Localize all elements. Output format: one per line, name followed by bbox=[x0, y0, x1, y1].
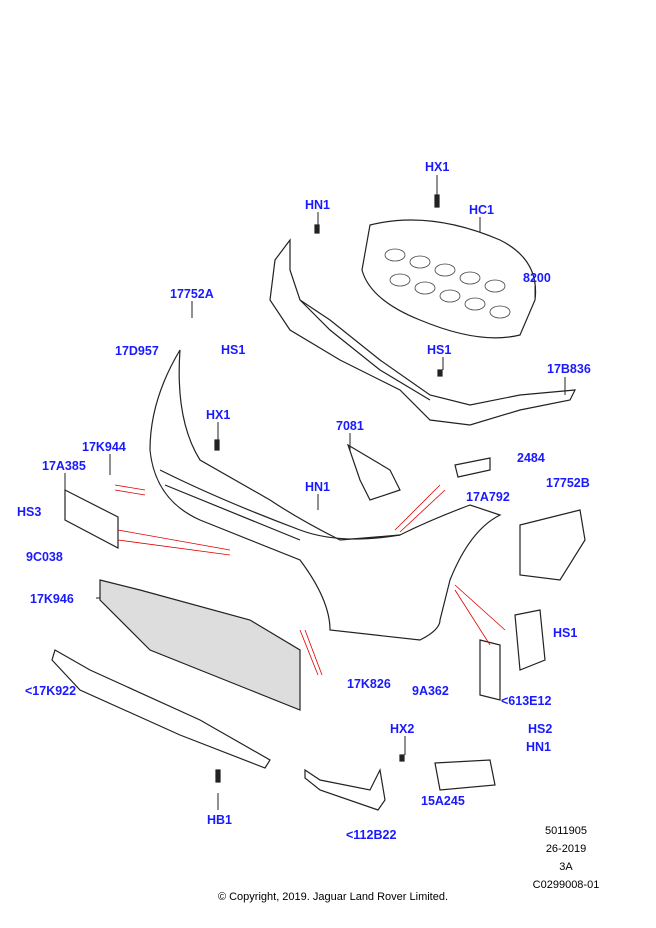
bracket-7081 bbox=[346, 443, 401, 501]
illustration-code: C0299008-01 bbox=[532, 879, 600, 891]
callout-hb1[interactable]: HB1 bbox=[207, 813, 233, 827]
callout-hx1[interactable]: HX1 bbox=[425, 160, 450, 174]
bracket-15a245 bbox=[434, 759, 496, 791]
callout-7081[interactable]: 7081 bbox=[336, 419, 364, 433]
callout-9a362[interactable]: 9A362 bbox=[412, 684, 449, 698]
callout-17k946[interactable]: 17K946 bbox=[30, 592, 74, 606]
callout-17a792[interactable]: 17A792 bbox=[466, 490, 510, 504]
callout-17752b[interactable]: 17752B bbox=[546, 476, 590, 490]
callout-hs1[interactable]: HS1 bbox=[553, 626, 578, 640]
grille-8200 bbox=[361, 219, 537, 339]
callout-17752a[interactable]: 17752A bbox=[170, 287, 214, 301]
callout-hs1[interactable]: HS1 bbox=[427, 343, 452, 357]
illustration-revision: 3A bbox=[559, 861, 573, 873]
callout-17d957[interactable]: 17D957 bbox=[115, 344, 159, 358]
side-bracket-17752b bbox=[519, 509, 586, 581]
callout-17b836[interactable]: 17B836 bbox=[547, 362, 591, 376]
callout-613e12[interactable]: <613E12 bbox=[501, 694, 552, 708]
callout-hn1[interactable]: HN1 bbox=[526, 740, 552, 754]
callout-hx1[interactable]: HX1 bbox=[206, 408, 231, 422]
upper-bracket bbox=[269, 238, 577, 426]
fog-lamp-613e12 bbox=[514, 609, 546, 671]
callout-9c038[interactable]: 9C038 bbox=[26, 550, 63, 564]
callout-hx2[interactable]: HX2 bbox=[390, 722, 415, 736]
license-plate-bracket bbox=[64, 489, 119, 549]
callout-hs3[interactable]: HS3 bbox=[17, 505, 42, 519]
callout-17a385[interactable]: 17A385 bbox=[42, 459, 86, 473]
bumper-cover bbox=[149, 349, 502, 641]
callout-112b22[interactable]: <112B22 bbox=[346, 828, 397, 842]
callout-15a245[interactable]: 15A245 bbox=[421, 794, 465, 808]
illustration-week: 26-2019 bbox=[545, 843, 587, 855]
trim-112b22 bbox=[304, 768, 386, 811]
callout-hs1[interactable]: HS1 bbox=[221, 343, 246, 357]
callout-17k944[interactable]: 17K944 bbox=[82, 440, 126, 454]
cover-2484 bbox=[454, 457, 491, 478]
callout-8200[interactable]: 8200 bbox=[523, 271, 551, 285]
callout-17k922[interactable]: <17K922 bbox=[25, 684, 77, 698]
callout-hs2[interactable]: HS2 bbox=[528, 722, 553, 736]
copyright-notice: © Copyright, 2019. Jaguar Land Rover Lim… bbox=[217, 891, 449, 903]
illustration-number: 5011905 bbox=[544, 825, 587, 837]
fog-bezel-9a362 bbox=[479, 639, 501, 701]
lower-trim bbox=[51, 649, 271, 769]
callout-17k826[interactable]: 17K826 bbox=[347, 677, 391, 691]
callout-hn1[interactable]: HN1 bbox=[305, 198, 331, 212]
lower-grille bbox=[99, 579, 301, 711]
callout-hn1[interactable]: HN1 bbox=[305, 480, 331, 494]
callout-2484[interactable]: 2484 bbox=[517, 451, 545, 465]
callout-hc1[interactable]: HC1 bbox=[469, 203, 495, 217]
